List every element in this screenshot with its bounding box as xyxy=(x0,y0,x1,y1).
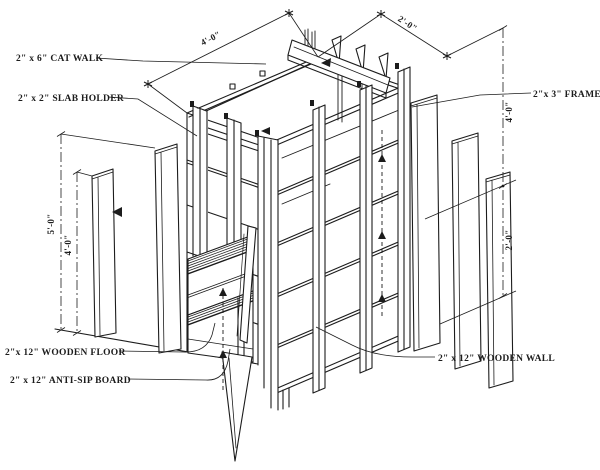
up-arrow-icon xyxy=(378,294,386,302)
label-wooden-wall: 2" x 12" WOODEN WALL xyxy=(438,354,555,364)
dim-left-outer: 5'-0" xyxy=(46,214,56,235)
catwalk-leader xyxy=(95,57,267,65)
dim-right-lower: 2'-0" xyxy=(504,230,514,251)
right-wall-boards xyxy=(410,94,514,389)
catwalk-arrow-icon xyxy=(321,58,331,67)
leader-lines xyxy=(95,57,532,381)
right-face-studs xyxy=(282,63,411,410)
star-markers xyxy=(143,9,452,88)
corner-arrow-icon xyxy=(261,127,270,135)
front-corner-stud xyxy=(255,130,279,411)
label-cat-walk: 2" x 6" CAT WALK xyxy=(16,54,103,64)
dim-top-right: 2'-0" xyxy=(396,14,419,34)
catwalk-plank xyxy=(287,39,391,99)
left-face-studs xyxy=(190,70,266,258)
label-slab-holder: 2" x 2" SLAB HOLDER xyxy=(18,94,124,104)
anti-sip-leader xyxy=(127,348,231,381)
diagonal-board xyxy=(236,225,257,344)
dim-right-upper: 4'-0" xyxy=(504,102,514,123)
wooden-wall-leader xyxy=(315,326,435,358)
up-arrow-icon xyxy=(378,154,386,162)
dim-left-inner: 4'-0" xyxy=(63,235,73,256)
dimension-lines xyxy=(56,9,517,336)
label-wooden-floor: 2"x 12" WOODEN FLOOR xyxy=(5,348,126,358)
up-arrow-icon xyxy=(378,231,386,239)
left-arrow-icon xyxy=(112,207,122,217)
wooden-floor-leader xyxy=(118,322,216,353)
left-wall-boards xyxy=(91,143,182,354)
up-arrow-icon xyxy=(219,350,227,358)
wooden-floor-edge xyxy=(187,234,254,316)
up-arrow-icon xyxy=(219,288,227,296)
wooden-wall-right-face xyxy=(271,85,404,396)
label-anti-sip-board: 2" x 12" ANTI-SIP BOARD xyxy=(10,376,131,386)
frame-leader xyxy=(411,92,532,108)
label-frame: 2"x 3" FRAME xyxy=(533,90,600,100)
slab-holder-leader xyxy=(107,96,198,137)
bottom-corner-board xyxy=(221,351,253,462)
dim-top-left: 4'-0" xyxy=(199,29,222,47)
